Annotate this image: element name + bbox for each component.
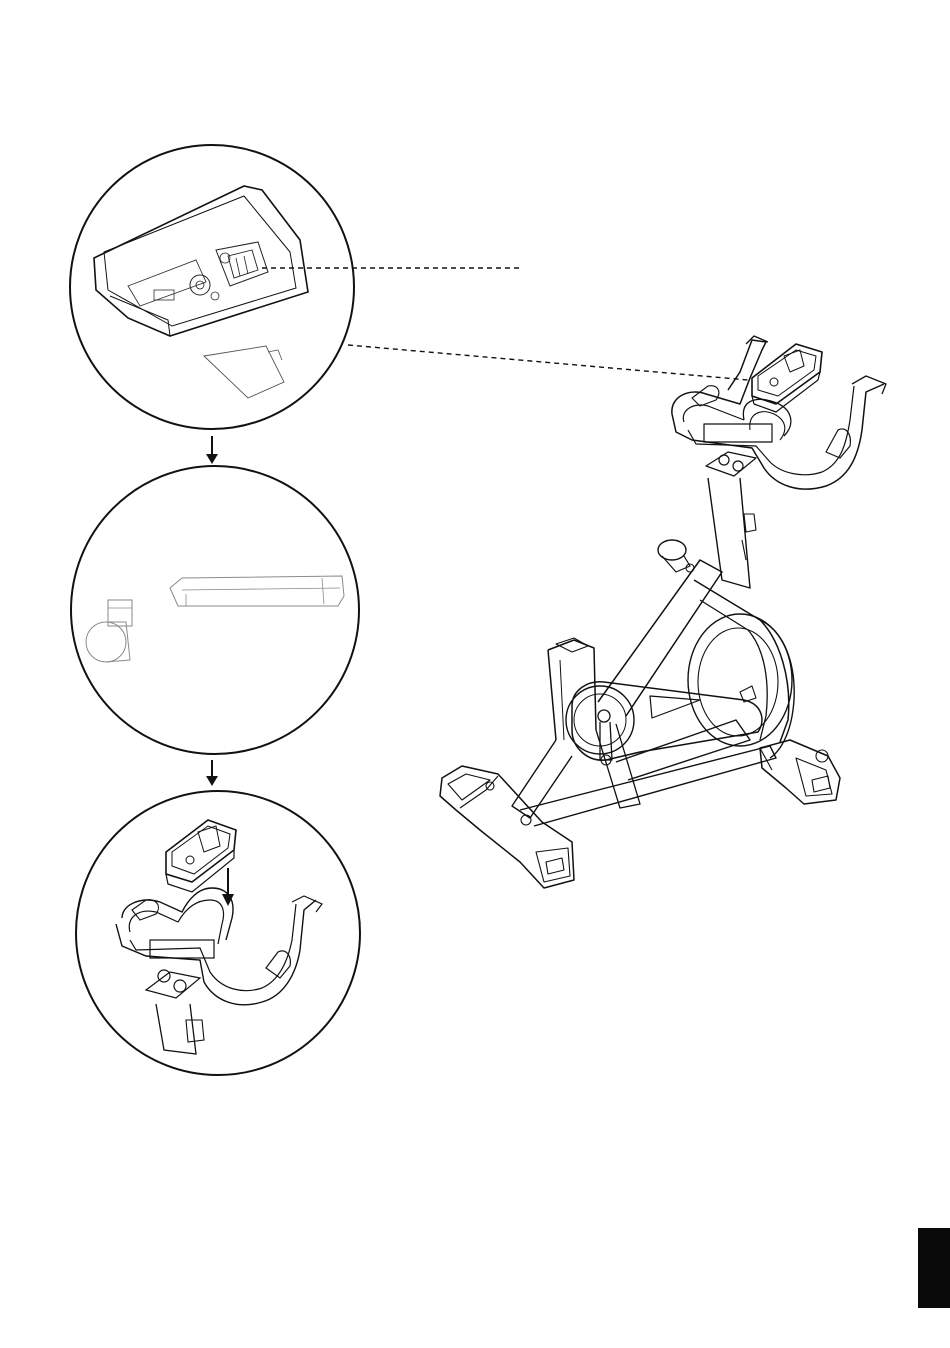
- leader-line-2: [348, 345, 748, 380]
- detail-circle-battery: [71, 466, 359, 754]
- arrow-down-icon: [206, 436, 218, 464]
- exercise-bike-drawing: [440, 336, 886, 888]
- detail-circle-console-mount: [76, 791, 360, 1075]
- arrow-down-icon: [206, 760, 218, 786]
- section-tab: [918, 1228, 950, 1308]
- detail-circle-mount-plate: [70, 145, 354, 429]
